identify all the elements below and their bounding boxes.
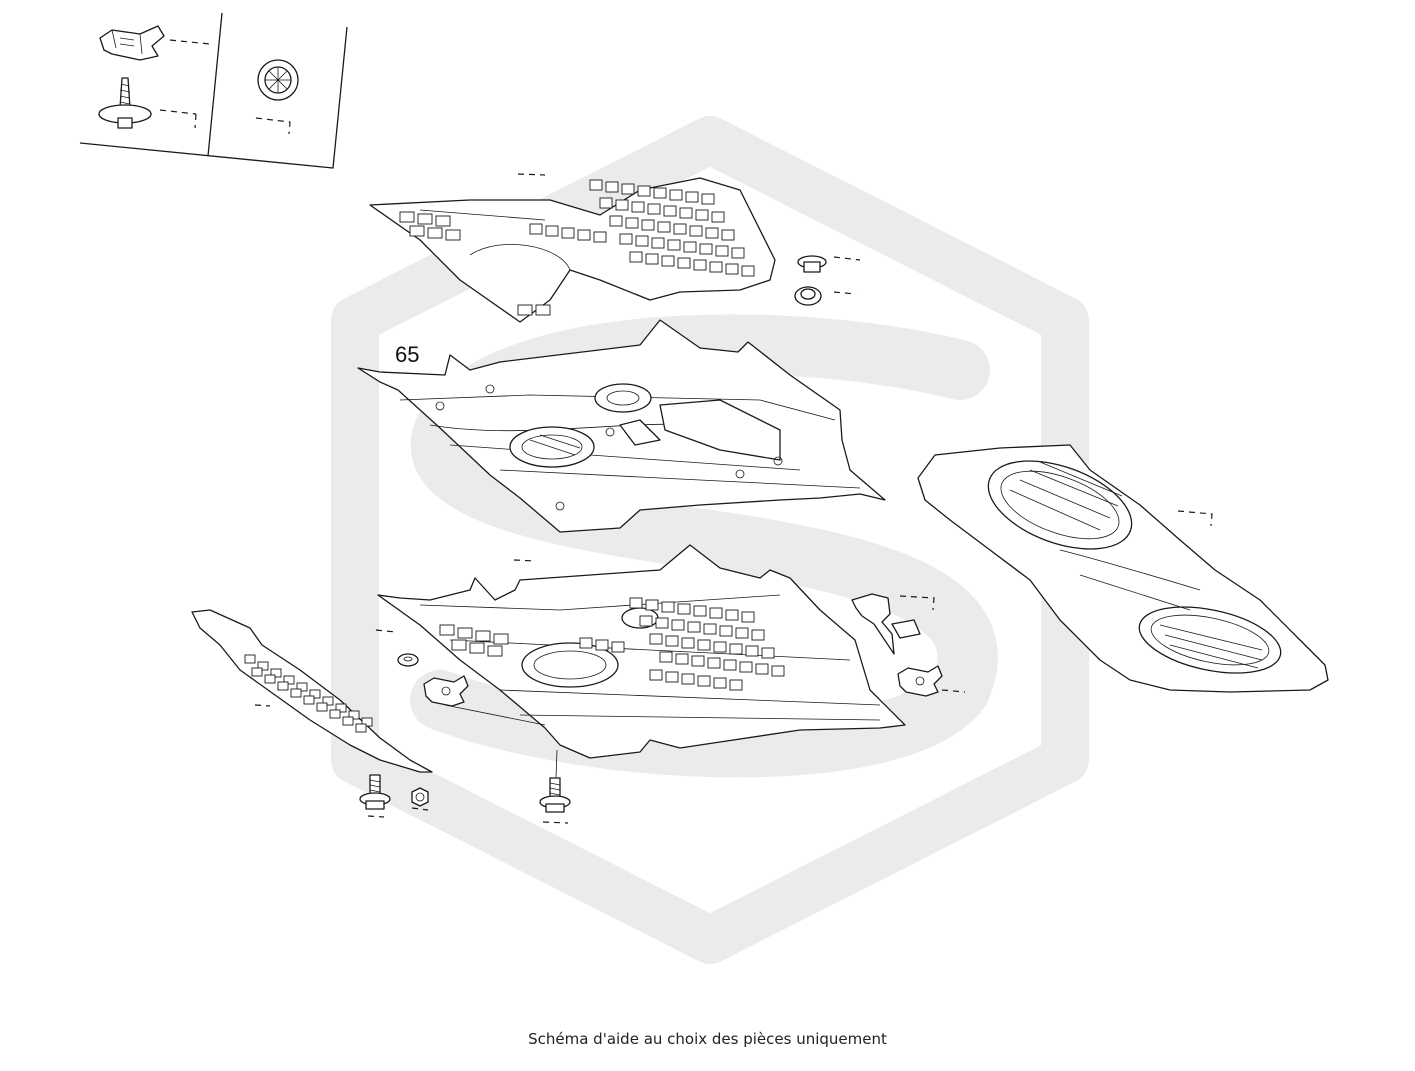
callout-main-panel: 65 [395,342,419,367]
upper-panel-leader [517,173,546,176]
push-rivet-icon[interactable] [257,59,299,101]
bolt-leader [367,815,385,818]
grommet-icon[interactable] [397,653,419,667]
upper-underbody-panel[interactable] [369,177,776,323]
screw-leader [159,109,197,129]
lower-panel-ribs [439,597,785,691]
nut-leader [411,807,429,811]
grommet-leader-2 [375,629,397,633]
side-deflector-strip[interactable] [191,609,433,773]
clip-nut-icon[interactable] [897,665,943,697]
bolt-icon[interactable] [539,777,571,813]
rear-panel-leader [1177,510,1213,527]
strip-leader [254,704,271,707]
bolt-leader-2 [542,821,569,824]
hardware-inset-box [79,12,348,169]
screw-icon[interactable] [98,77,152,129]
clip-nut-leader [169,39,211,45]
grommet-icon[interactable] [794,255,827,306]
main-underbody-panel[interactable] [357,319,886,533]
strip-ribs [244,654,373,733]
diagram-caption: Schéma d'aide au choix des pièces unique… [528,1030,887,1048]
rear-underbody-panel[interactable] [917,444,1329,693]
bolt-icon[interactable] [359,774,391,810]
clip-nut-icon[interactable] [423,675,469,707]
lower-panel-leader [513,559,536,562]
bracket-leader [899,595,935,611]
bracket-clip-icon[interactable] [851,593,921,655]
bolt-leader-line [555,749,558,779]
push-rivet-leader [255,117,291,135]
nut-icon[interactable] [411,787,429,807]
lower-underbody-panel[interactable] [377,544,906,759]
upper-panel-ribs [399,179,755,316]
grommet-leaders [833,256,861,295]
clip-nut-icon[interactable] [99,25,165,61]
clip-nut-leader-2 [941,689,966,693]
